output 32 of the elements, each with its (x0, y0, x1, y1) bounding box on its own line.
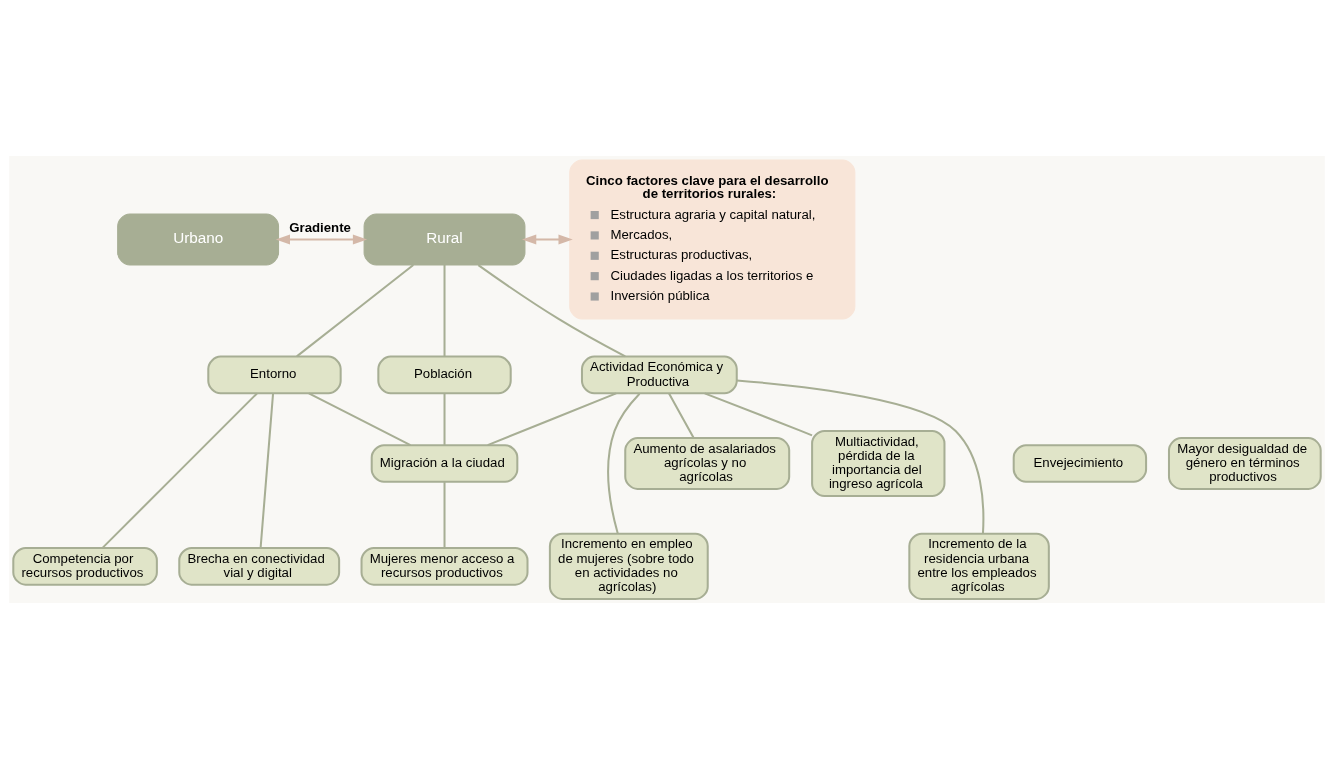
node-box: Rural (363, 213, 526, 265)
connector (443, 264, 446, 356)
node-box: Urbano (117, 213, 280, 265)
connector (736, 378, 985, 534)
connector (487, 391, 617, 446)
node-box: Multiactividad, pérdida de la importancia del ingreso agrícola (811, 429, 946, 497)
edge-label: Gradiente (289, 219, 351, 235)
connector (668, 392, 695, 438)
connector (296, 263, 414, 357)
arrow (522, 234, 573, 244)
connector (259, 392, 275, 548)
connector (704, 391, 813, 436)
connector (443, 392, 446, 445)
node-box: Incremento de la residencia urbana entre los empleados agrícolas (908, 532, 1050, 600)
node-box: Actividad Económica y Productiva (580, 355, 738, 394)
node-box: Entorno (207, 355, 342, 394)
node-box: Migración a la ciudad (370, 443, 519, 483)
node-box: Población (377, 355, 512, 394)
node-box: Competencia por recursos productivos (12, 546, 158, 586)
node-box: Incremento en empleo de mujeres (sobre todo en actividades no agrícolas) (548, 532, 709, 600)
connector (101, 392, 258, 549)
arrow (275, 234, 368, 244)
node-box: Mayor desigualdad de género en términos productivos (1167, 436, 1322, 490)
node-box: Envejecimiento (1012, 443, 1148, 483)
connector (607, 392, 641, 534)
node-box: Brecha en conectividad vial y digital (178, 546, 341, 586)
connector (443, 481, 446, 548)
node-box: Aumento de asalariados agrícolas y no agrícolas (624, 436, 791, 490)
node-box: Cinco factores clave para el desarrollo de territorios rurales: Estructura agraria y capital natural, Mercados, Estructuras productivas, Ciudades ligadas a los territorios e Inversión pública (569, 159, 856, 319)
connector (477, 263, 626, 357)
connector (308, 392, 411, 446)
node-box: Mujeres menor acceso a recursos productivos (360, 546, 529, 586)
